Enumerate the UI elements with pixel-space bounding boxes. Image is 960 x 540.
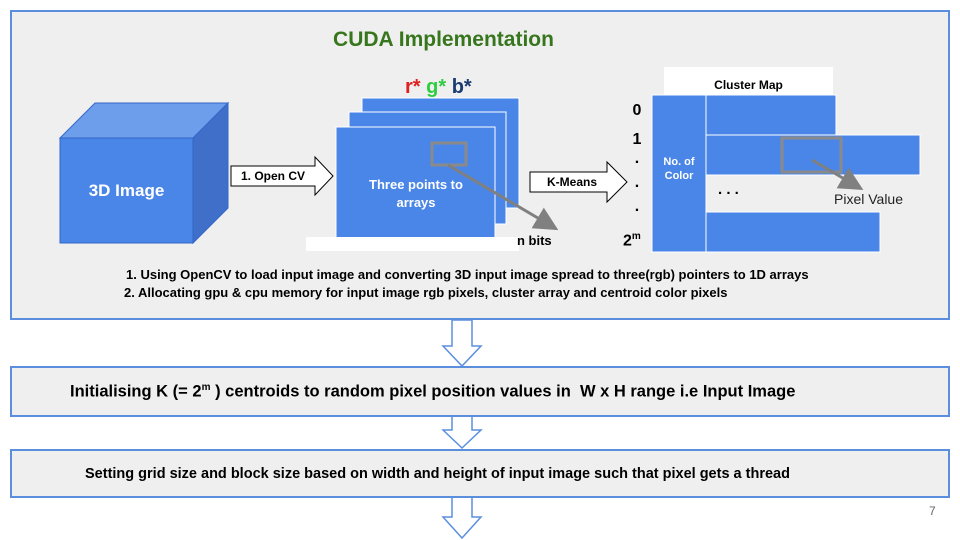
note-2: 2. Allocating gpu & cpu memory for input… [124, 285, 728, 300]
row-index-2m-base: 2 [623, 232, 632, 250]
rgb-array-stack [335, 97, 559, 240]
step-grid-block-text: Setting grid size and block size based o… [85, 465, 790, 482]
page-number: 7 [929, 504, 936, 518]
n-bits-label: n bits [517, 233, 552, 248]
b-label: b* [451, 76, 472, 98]
no-of-color-label: No. of Color [663, 156, 695, 182]
row-index-dot-2: . [634, 174, 640, 191]
step-init-text-sup: m [201, 381, 211, 393]
kmeans-arrow [529, 160, 628, 204]
row-index-2m: 2m [623, 231, 641, 250]
rgb-label: r* g* b* [405, 76, 472, 99]
opencv-arrow-label: 1. Open CV [240, 169, 305, 183]
panel-title: CUDA Implementation [333, 28, 554, 51]
note-1: 1. Using OpenCV to load input image and … [126, 267, 809, 282]
r-label: r* [405, 76, 421, 98]
step-init-centroids-text: Initialising K (= 2m ) centroids to rand… [70, 382, 795, 402]
row-index-dot-1: . [634, 150, 640, 167]
opencv-arrow [230, 155, 334, 197]
cluster-map [651, 67, 921, 253]
down-arrow-1 [441, 319, 483, 368]
row-index-dot-3: . [634, 198, 640, 215]
row-index-1: 1 [632, 131, 642, 148]
cluster-map-title: Cluster Map [714, 78, 783, 92]
g-label: g* [426, 76, 447, 98]
stack-label: Three points to arrays [369, 177, 463, 210]
cube-label: 3D Image [88, 181, 165, 200]
down-arrow-2 [441, 415, 483, 450]
pixel-value-label: Pixel Value [834, 191, 904, 207]
cluster-ellipsis: . . . [718, 181, 739, 198]
step-init-text-pre: Initialising K (= 2 [70, 382, 202, 401]
cube-3d-image [58, 101, 230, 245]
kmeans-arrow-label: K-Means [546, 175, 597, 189]
step-grid-block-size: Setting grid size and block size based o… [10, 449, 950, 498]
row-index-0: 0 [632, 102, 642, 119]
step-init-centroids: Initialising K (= 2m ) centroids to rand… [10, 366, 950, 417]
step-init-text-post: ) centroids to random pixel position val… [210, 382, 796, 401]
row-index-2m-exp: m [631, 231, 641, 242]
down-arrow-3 [441, 494, 483, 540]
